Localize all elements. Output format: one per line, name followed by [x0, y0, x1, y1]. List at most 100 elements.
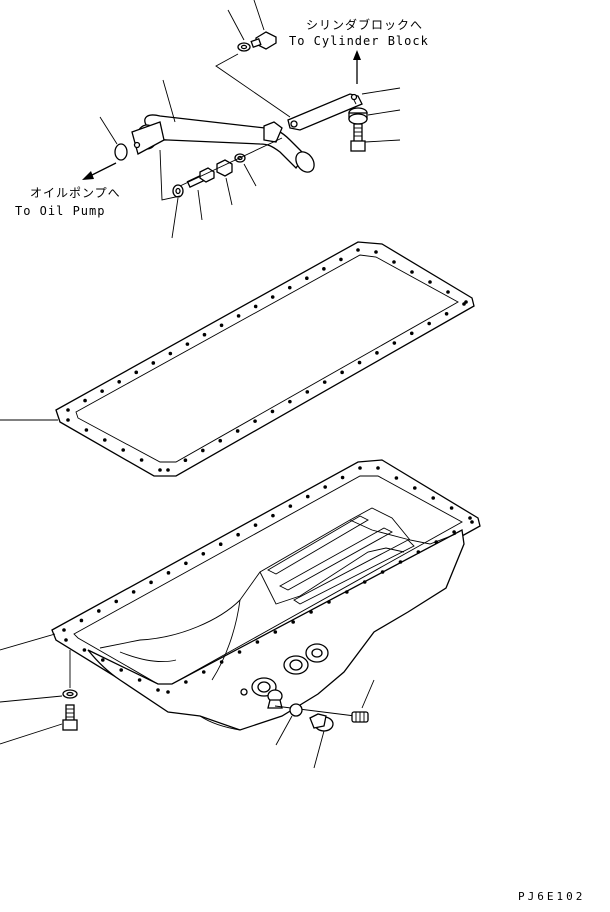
gasket-bolt-hole	[375, 351, 379, 355]
pan-bolt-hole	[218, 542, 223, 547]
pan-bolt-hole	[288, 504, 293, 508]
gasket-bolt-hole	[185, 342, 190, 346]
pan-bolt-hole	[431, 496, 436, 500]
gasket-bolt-hole	[357, 360, 362, 365]
pan-bolt-hole	[82, 648, 87, 652]
gasket-bolt-hole	[201, 448, 205, 453]
gasket-bolt-hole	[464, 300, 468, 304]
pan-bolt-hole	[358, 466, 362, 470]
pan-bolt-hole	[434, 540, 439, 544]
plug-bolt	[351, 679, 375, 723]
drain-plug-assembly	[275, 703, 334, 769]
pan-bolt-hole	[273, 630, 278, 634]
gasket-bolt-hole	[66, 408, 70, 412]
right-nut	[348, 107, 401, 125]
gasket-bolt-hole	[270, 409, 275, 414]
pan-bolt-hole	[291, 620, 295, 624]
gasket-bolt-hole	[202, 332, 207, 337]
pan-bolt-hole	[327, 600, 331, 604]
gasket-bolt-hole	[287, 285, 292, 290]
pan-bolt-hole	[236, 532, 240, 537]
oil-pump-label-en: To Oil Pump	[15, 204, 106, 218]
gasket-bolt-hole	[219, 323, 224, 328]
gasket-bolt-hole	[270, 295, 275, 299]
oil-pan-gasket	[0, 241, 475, 477]
pan-bolt-hole	[79, 618, 84, 623]
o-ring	[99, 116, 128, 161]
gasket-bolt-hole	[322, 380, 327, 384]
pan-bolt-hole	[119, 668, 123, 672]
pan-bolt-hole	[468, 516, 472, 520]
gasket-bolt-hole	[166, 468, 170, 472]
gasket-bolt-hole	[322, 267, 326, 271]
gasket-bolt-hole	[158, 468, 162, 472]
tube-bracket	[287, 87, 401, 131]
gasket-bolt-hole	[253, 419, 257, 423]
gasket-bolt-hole	[253, 304, 258, 309]
pan-bolt-hole	[452, 530, 456, 534]
pan-bolt-hole	[376, 466, 380, 470]
gasket-bolt-hole	[427, 321, 431, 326]
cylinder-block-label-jp: シリンダブロックへ	[306, 18, 424, 32]
gasket-bolt-hole	[236, 314, 241, 318]
oil-suction-tube	[131, 79, 315, 173]
pan-bolt-hole	[62, 628, 66, 632]
gasket-bolt-hole	[340, 370, 344, 375]
gasket-bolt-hole	[100, 389, 104, 393]
gasket-bolt-hole	[374, 250, 378, 254]
drain-plug	[267, 689, 356, 717]
gasket-bolt-hole	[410, 270, 414, 274]
gasket-bolt-hole	[305, 390, 310, 394]
figure-code: PJ6E102	[518, 890, 586, 903]
pan-bolt-hole	[253, 523, 258, 527]
gasket-bolt-hole	[83, 398, 87, 403]
pan-bolt-hole	[114, 599, 119, 604]
pan-bolt-hole	[64, 638, 68, 642]
pan-bolt-hole	[237, 650, 242, 654]
pan-bolt-hole	[305, 494, 310, 499]
gasket-bolt-hole	[84, 428, 89, 432]
right-bolt	[350, 123, 401, 152]
pan-bolt-hole	[470, 520, 474, 524]
pan-bolt-hole	[398, 560, 403, 564]
pan-bolt-hole	[380, 570, 385, 574]
pan-bolt-hole	[309, 610, 313, 614]
gasket-bolt-hole	[392, 260, 396, 264]
gasket-bolt-hole	[121, 448, 125, 452]
gasket-bolt-hole	[444, 311, 449, 316]
gasket-bolt-hole	[103, 438, 107, 442]
top-bolt	[227, 0, 277, 50]
pan-bolt-hole	[201, 551, 206, 556]
gasket-bolt-hole	[134, 370, 139, 375]
pan-bolt-hole	[340, 475, 345, 480]
pan-bolt-hole	[255, 640, 260, 644]
gasket-bolt-hole	[218, 438, 223, 443]
pan-bolt-hole	[394, 476, 399, 480]
gasket-bolt-hole	[183, 458, 188, 463]
gasket-bolt-hole	[117, 379, 121, 384]
pan-bolt-hole	[201, 670, 206, 674]
gasket-bolt-hole	[151, 361, 156, 365]
gasket-bolt-hole	[305, 276, 309, 281]
gasket-bolt-hole	[168, 351, 173, 356]
gasket-bolt-hole	[428, 280, 432, 284]
pan-bolt-hole	[166, 690, 170, 694]
gasket-bolt-hole	[339, 257, 343, 262]
pan-bolt	[0, 704, 78, 745]
pan-bolt-hole	[362, 580, 367, 584]
oil-pump-label-jp: オイルポンプへ	[30, 186, 121, 200]
pan-bolt-hole	[101, 658, 105, 662]
tube-nut	[216, 159, 233, 206]
pan-bolt-hole	[131, 590, 136, 594]
gasket-bolt-hole	[235, 429, 240, 433]
pan-bolt-hole	[219, 660, 224, 664]
gasket-bolt-hole	[66, 418, 70, 422]
gasket-bolt-hole	[139, 458, 144, 462]
gasket-bolt-hole	[409, 331, 414, 336]
pan-bolt-hole	[416, 550, 421, 554]
to-cylinder-block-arrow	[353, 50, 361, 84]
pan-washer	[0, 689, 78, 703]
pan-bolt-hole	[166, 571, 171, 575]
